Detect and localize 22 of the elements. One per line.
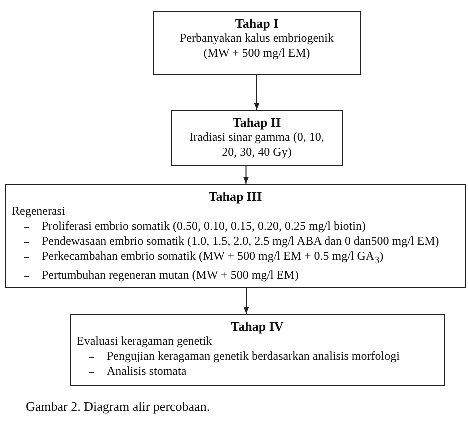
list-item: Proliferasi embrio somatik (0.50, 0.10, 0.15, 0.20, 0.25 mg/l biotin) [42,219,366,233]
list-item: Analisis stomata [107,364,187,378]
process-box [5,184,466,288]
stage-description: Evaluasi keragaman genetik [77,334,214,349]
arrow [254,74,260,110]
figure-caption: Gambar 2. Diagram alir percobaan. [26,399,210,415]
stage-heading: Tahap IV [230,319,285,334]
list-item: Pengujian keragaman genetik berdasarkan analisis morfologi [107,349,400,363]
list-item: Perkecambahan embrio somatik (MW + 500 mg/l EM + 0.5 mg/l GA$_{3}$) [42,249,384,263]
stage-heading: Tahap II [232,115,282,130]
process-box [70,314,445,386]
arrow [243,166,250,184]
list-item: Pertumbuhan regeneran mutan (MW + 500 mg/l EM) [42,268,299,282]
list-item: Pendewasaan embrio somatik (1.0, 1.5, 2.0, 2.5 mg/l ABA dan 0 dan500 mg/l EM) [42,234,440,248]
arrow [244,288,250,314]
stage-description: Perbanyakan kalus embriogenik (MW + 500 mg/l EM) [179,31,335,61]
process-box [153,11,361,75]
stage-heading: Tahap III [208,189,264,204]
stage-heading: Tahap I [234,16,280,31]
stage-description: Iradiasi sinar gamma (0, 10, 20, 30, 40 Gy) [188,130,326,160]
stage-description: Regenerasi [12,204,66,219]
process-box [171,110,343,166]
